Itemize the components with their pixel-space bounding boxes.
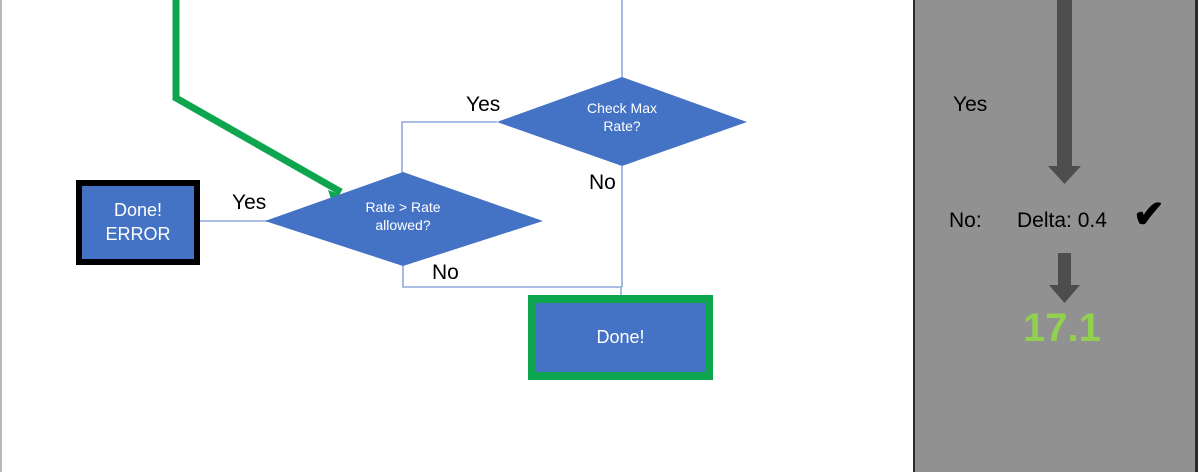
status-panel-no-label: No: bbox=[949, 209, 982, 232]
terminator-done-label: Done! bbox=[596, 326, 645, 347]
terminator-done-error[interactable]: Done! ERROR bbox=[76, 180, 200, 265]
edge-label-check-max-rate-yes: Yes bbox=[466, 93, 501, 116]
terminator-done[interactable]: Done! bbox=[528, 295, 713, 380]
status-panel-arrows bbox=[1048, 0, 1081, 303]
checkmark-icon: ✔ bbox=[1133, 194, 1165, 236]
decision-check-max-rate[interactable] bbox=[497, 77, 747, 166]
block-arrow-down-secondary bbox=[1049, 253, 1080, 303]
flowchart-canvas bbox=[172, 0, 747, 296]
status-panel-yes-label: Yes bbox=[953, 93, 988, 116]
decision-check-max-rate-label: Check Max Rate? bbox=[586, 100, 658, 134]
connector-rate-allowed-no bbox=[402, 266, 622, 288]
decision-rate-greater-than-rate-allowed[interactable] bbox=[265, 172, 543, 266]
status-panel: Yes No: Delta: 0.4 ✔ 17.1 bbox=[913, 0, 1198, 472]
edge-label-rate-allowed-yes: Yes bbox=[232, 191, 267, 214]
block-arrow-down-primary bbox=[1048, 0, 1081, 184]
terminator-done-error-label: Done! ERROR bbox=[105, 199, 171, 244]
canvas-left-edge-rule bbox=[0, 0, 2, 472]
highlight-path-arrow bbox=[172, 0, 352, 205]
edge-label-rate-allowed-no: No bbox=[432, 261, 459, 284]
status-panel-delta-value: Delta: 0.4 bbox=[1017, 209, 1107, 232]
status-panel-result-value: 17.1 bbox=[1023, 306, 1101, 350]
edge-label-check-max-rate-no: No bbox=[589, 171, 616, 194]
decision-rate-greater-than-rate-allowed-label: Rate > Rate allowed? bbox=[365, 199, 441, 233]
